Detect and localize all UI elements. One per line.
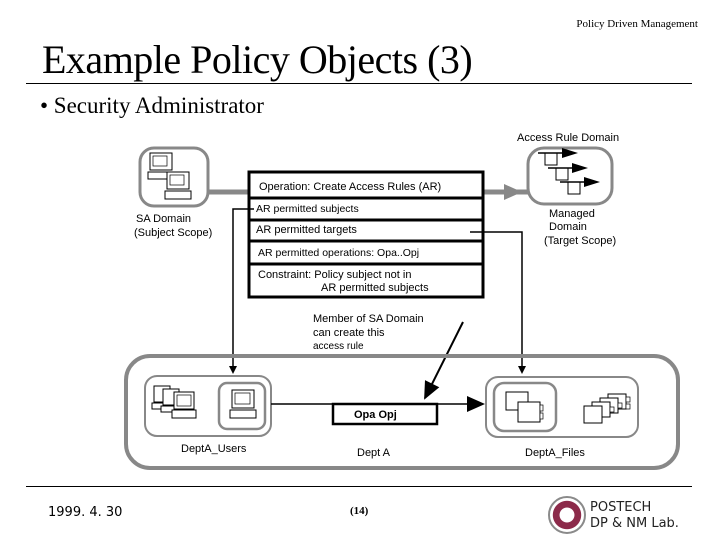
sa-domain-scope-label: (Subject Scope) bbox=[134, 227, 212, 239]
postech-logo-icon bbox=[548, 496, 586, 534]
footer-divider bbox=[26, 486, 692, 487]
managed-domain-label-1: Managed bbox=[549, 208, 595, 220]
dept-users-group bbox=[144, 375, 272, 437]
dept-a-container bbox=[124, 354, 680, 470]
users-workstations-icon bbox=[151, 385, 257, 419]
dept-users-label: DeptA_Users bbox=[181, 443, 247, 455]
managed-domain-label-2: Domain bbox=[549, 221, 587, 233]
policy-constraint-line2: AR permitted subjects bbox=[321, 282, 429, 294]
access-rule-domain-label: Access Rule Domain bbox=[517, 132, 619, 144]
annotation-line3: access rule bbox=[313, 341, 364, 352]
operation-box bbox=[331, 402, 439, 426]
annotation-arrow bbox=[424, 321, 464, 400]
bullet-security-administrator: • Security Administrator bbox=[40, 93, 264, 118]
workstation-icon bbox=[147, 152, 192, 200]
access-rule-icon bbox=[538, 148, 600, 195]
annotation-line2: can create this bbox=[313, 327, 385, 339]
subjects-connector-arrow bbox=[229, 208, 254, 374]
operation-label: Opa Opj bbox=[354, 409, 397, 421]
dept-a-label: Dept A bbox=[357, 447, 391, 459]
slide-title: Example Policy Objects (3) bbox=[42, 37, 473, 82]
footer-org: POSTECH DP & NM Lab. bbox=[590, 500, 679, 532]
page-number: (14) bbox=[350, 505, 369, 517]
policy-row-operation: Operation: Create Access Rules (AR) bbox=[259, 181, 441, 193]
policy-object-table: Operation: Create Access Rules (AR) AR p… bbox=[247, 170, 485, 299]
footer-org-line1: POSTECH bbox=[590, 500, 652, 515]
files-icon bbox=[505, 391, 631, 424]
footer-org-line2: DP & NM Lab. bbox=[590, 516, 679, 531]
access-rule-domain-node bbox=[526, 146, 614, 206]
targets-connector-arrow bbox=[470, 231, 526, 374]
sa-domain-label: SA Domain bbox=[136, 213, 191, 225]
policy-row-operations: AR permitted operations: Opa..Opj bbox=[258, 247, 419, 259]
managed-domain-label-3: (Target Scope) bbox=[544, 235, 616, 247]
dept-files-label: DeptA_Files bbox=[525, 447, 585, 459]
title-divider bbox=[26, 83, 692, 84]
policy-row-subjects: AR permitted subjects bbox=[256, 203, 359, 215]
policy-row-targets: AR permitted targets bbox=[256, 224, 357, 236]
footer-date: 1999. 4. 30 bbox=[48, 505, 123, 520]
dept-files-group bbox=[485, 376, 639, 438]
annotation-line1: Member of SA Domain bbox=[313, 313, 424, 325]
sa-domain-node bbox=[138, 146, 210, 208]
policy-constraint-line1: Constraint: Policy subject not in bbox=[258, 269, 411, 281]
section-label: Policy Driven Management bbox=[576, 18, 698, 30]
